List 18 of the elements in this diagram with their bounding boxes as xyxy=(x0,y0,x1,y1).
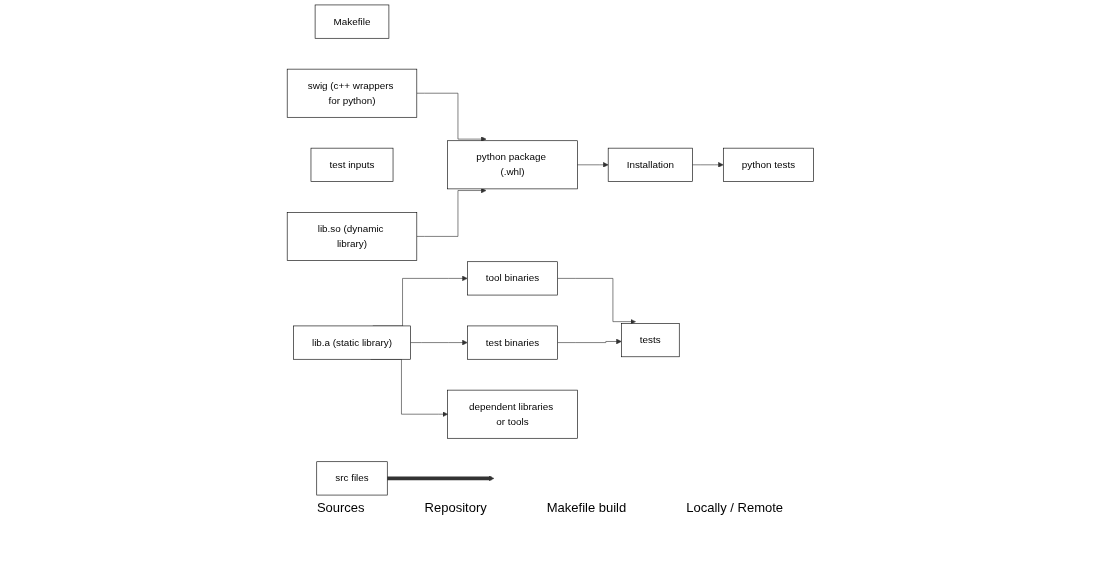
caption-text: Sources xyxy=(316,500,365,515)
node-box: test binaries xyxy=(466,325,558,360)
node-box: python tests xyxy=(722,147,814,182)
node-box: tests xyxy=(620,323,680,358)
caption-text: Repository xyxy=(424,500,487,515)
node-box: Installation xyxy=(607,147,693,182)
node-box: lib.so (dynamic library) xyxy=(286,212,417,261)
node-box: Makefile xyxy=(314,4,389,39)
node-box: dependent libraries or tools xyxy=(447,389,578,439)
arrow xyxy=(386,475,494,482)
node-box: python package (.whl) xyxy=(447,140,578,190)
caption-text: Makefile build xyxy=(546,500,627,515)
node-box: swig (c++ wrappers for python) xyxy=(286,68,417,118)
node-box: src files xyxy=(316,461,388,496)
node-box: tool binaries xyxy=(466,261,558,296)
node-box: lib.a (static library) xyxy=(292,325,411,360)
caption-text: Locally / Remote xyxy=(686,500,784,515)
node-box: test inputs xyxy=(310,147,393,182)
